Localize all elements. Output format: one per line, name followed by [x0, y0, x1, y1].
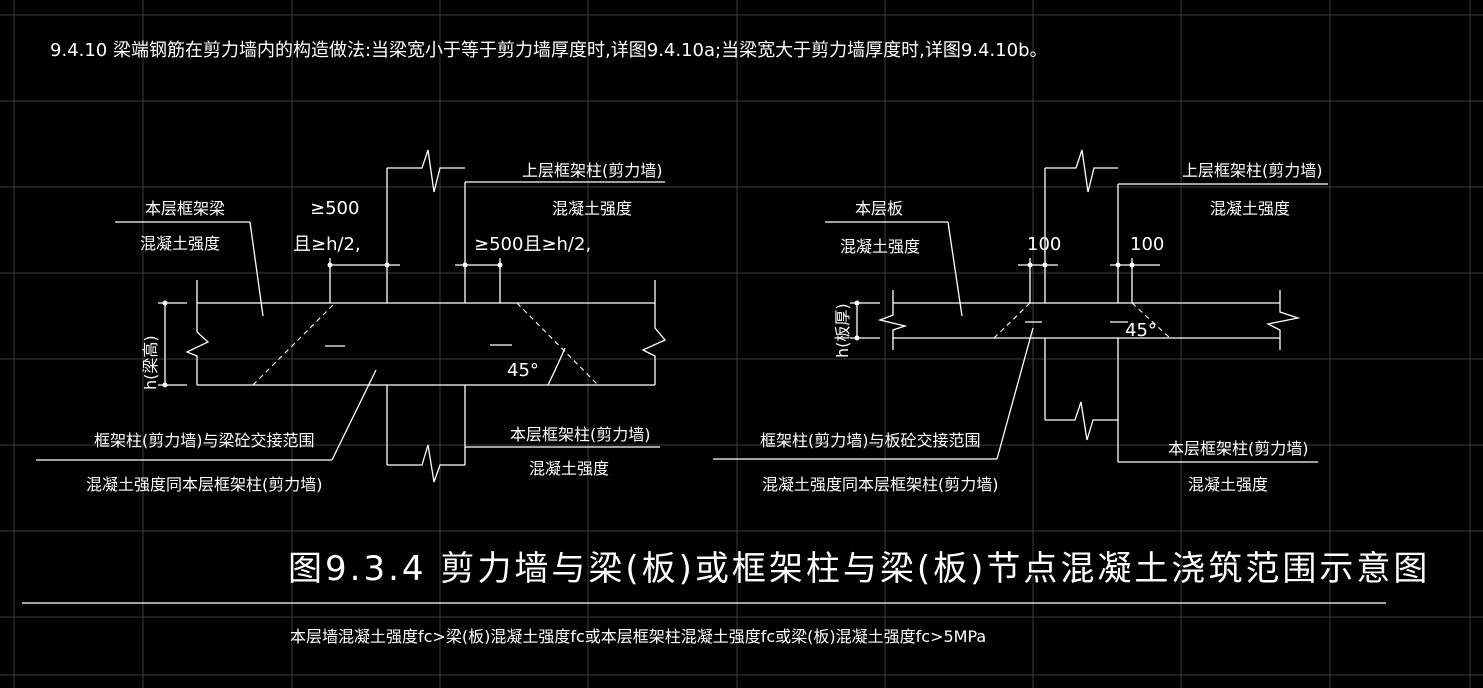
left-height-label: h(梁高) [141, 335, 160, 390]
left-dim-left-1: ≥500 [310, 198, 359, 219]
left-lower-col-label-1: 本层框架柱(剪力墙) [510, 425, 651, 444]
left-lower-col-label-2: 混凝土强度 [529, 459, 609, 478]
left-joint-label-2: 混凝土强度同本层框架柱(剪力墙) [86, 475, 323, 494]
right-slab-label-1: 本层板 [855, 199, 903, 218]
right-lower-col-label-2: 混凝土强度 [1188, 475, 1268, 494]
right-dim-right: 100 [1130, 234, 1164, 255]
left-upper-col-label-1: 上层框架柱(剪力墙) [522, 161, 663, 180]
right-height-label: h(板厚) [833, 303, 852, 358]
left-angle-label: 45° [507, 360, 539, 381]
right-detail-dots [854, 262, 1135, 341]
left-beam-label-1: 本层框架梁 [145, 199, 225, 218]
right-joint-label-1: 框架柱(剪力墙)与板砼交接范围 [760, 431, 981, 450]
figure-title: 图9.3.4 剪力墙与梁(板)或框架柱与梁(板)节点混凝土浇筑范围示意图 [288, 549, 1430, 589]
right-angle-label: 45° [1125, 320, 1157, 341]
left-dim-left-2: 且≥h/2, [293, 234, 361, 255]
footnote: 本层墙混凝土强度fc>梁(板)混凝土强度fc或本层框架柱混凝土强度fc或梁(板)… [290, 627, 986, 646]
left-beam-label-2: 混凝土强度 [140, 234, 220, 253]
left-dim-right: ≥500且≥h/2, [474, 234, 591, 255]
right-slab-label-2: 混凝土强度 [840, 237, 920, 256]
right-joint-label-2: 混凝土强度同本层框架柱(剪力墙) [762, 475, 999, 494]
left-joint-label-1: 框架柱(剪力墙)与梁砼交接范围 [94, 431, 315, 450]
left-upper-col-label-2: 混凝土强度 [552, 199, 632, 218]
right-upper-col-label-1: 上层框架柱(剪力墙) [1182, 161, 1323, 180]
right-detail-lines [713, 149, 1328, 463]
left-detail-dashed [252, 302, 599, 386]
right-upper-col-label-2: 混凝土强度 [1210, 199, 1290, 218]
right-lower-col-label-1: 本层框架柱(剪力墙) [1168, 439, 1309, 458]
right-dim-left: 100 [1027, 234, 1061, 255]
header-note: 9.4.10 梁端钢筋在剪力墙内的构造做法:当梁宽小于等于剪力墙厚度时,详图9.… [50, 40, 1048, 61]
left-detail-dots [162, 262, 503, 388]
